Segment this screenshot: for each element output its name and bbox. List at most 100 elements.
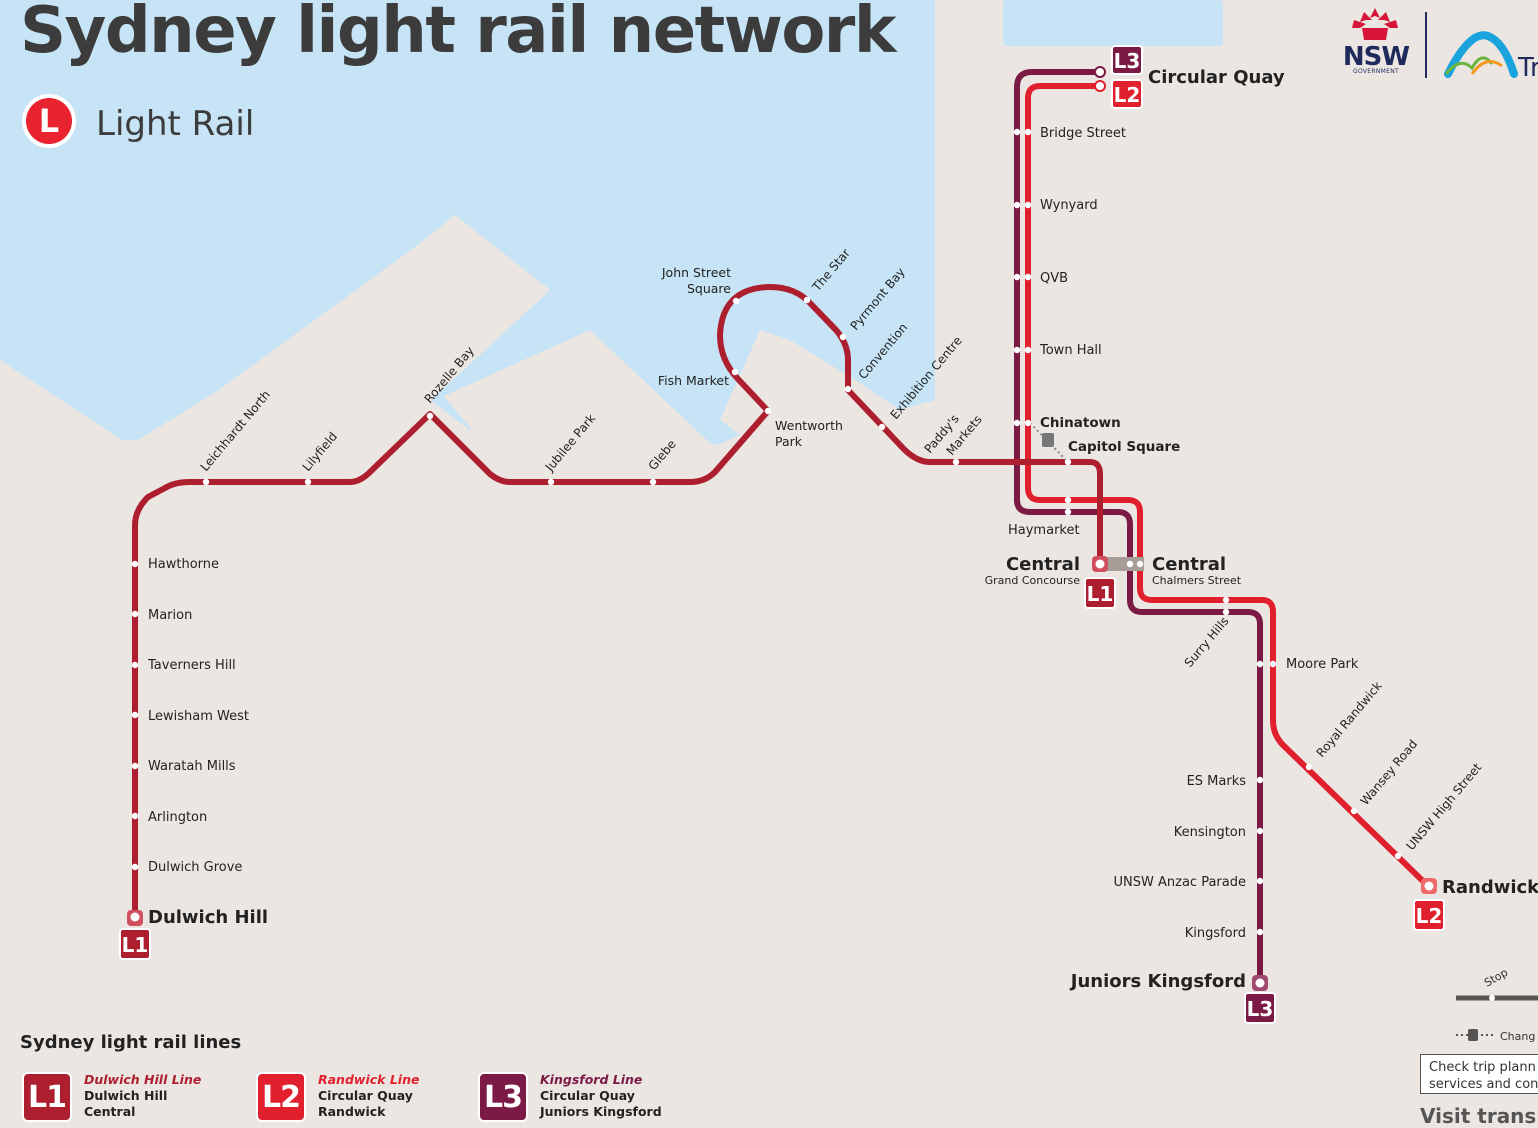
interchange-links [1029,422,1144,571]
svg-text:L2: L2 [1416,904,1443,928]
stop-marker [131,661,139,669]
station-haymarket: Haymarket [1008,523,1080,538]
stop-marker [304,478,312,486]
stop-marker [1024,273,1032,281]
station-wynyard: Wynyard [1040,198,1098,213]
station-central-grand-concourse: Central [1006,554,1080,575]
stop-marker [1222,596,1230,604]
trip-planner-notice: Check trip plann services and con [1420,1054,1538,1094]
svg-text:L1: L1 [122,933,149,957]
station-dulwich-hill: Dulwich Hill [148,907,268,928]
stop-marker [1024,419,1032,427]
station-taverners-hill: Taverners Hill [147,658,236,673]
waratah-flower-icon [1352,8,1398,40]
stop-marker [1024,128,1032,136]
station-john-street-square-1: John Street [661,265,731,280]
stop-marker [1126,560,1134,568]
stop-marker [1024,201,1032,209]
stop-marker [1350,807,1358,815]
legend-terminus-l1-a: Dulwich Hill [84,1088,168,1103]
legend-line-name-l2: Randwick Line [318,1072,420,1087]
l2-route [1025,83,1431,889]
stop-marker [426,412,434,420]
stop-marker [1064,496,1072,504]
legend-terminus-l3-a: Circular Quay [540,1088,635,1103]
station-marion: Marion [148,608,192,623]
station-hawthorne: Hawthorne [148,557,219,572]
legend-terminus-l3-b: Juniors Kingsford [540,1104,662,1119]
station-kensington: Kensington [1174,825,1246,840]
stop-marker [1256,827,1264,835]
station-es-marks: ES Marks [1187,774,1247,789]
stop-marker [1064,458,1072,466]
nsw-government-logo: NSW GOVERNMENT [1342,6,1410,75]
station-moore-park: Moore Park [1286,657,1359,672]
stop-marker [803,296,811,304]
side-legend: Stop Chang [1456,966,1538,1043]
legend-change-label: Chang [1500,1030,1535,1043]
stop-marker [1256,660,1264,668]
legend-badge-l2: L2 [256,1072,306,1122]
terminus-markers [127,66,1437,991]
land-shapes [104,218,740,625]
stop-marker [844,385,852,393]
legend-line-name-l1: Dulwich Hill Line [84,1072,202,1087]
stop-marker [202,478,210,486]
svg-text:L3: L3 [1247,997,1274,1021]
stop-marker [1064,508,1072,516]
stop-marker [952,458,960,466]
station-wentworth-park-2: Park [775,434,803,449]
stop-marker [1013,201,1021,209]
legend-terminus-l1-b: Central [84,1104,136,1119]
transport-wordmark: Tr [1517,53,1538,80]
legend-badge-l3: L3 [478,1072,528,1122]
nsw-wordmark: NSW [1342,42,1410,72]
transport-logo: Tr [1442,26,1538,80]
station-royal-randwick: Royal Randwick [1314,679,1385,760]
svg-text:L1: L1 [1087,582,1114,606]
legend-terminus-l2-b: Randwick [318,1104,386,1119]
stop-marker [731,368,739,376]
station-lewisham-west: Lewisham West [148,709,249,724]
station-central-grand-concourse-sub: Grand Concourse [985,574,1081,587]
station-dulwich-grove: Dulwich Grove [148,860,242,875]
station-surry-hills: Surry Hills [1182,614,1232,670]
stop-marker [1013,273,1021,281]
svg-text:L2: L2 [1114,83,1141,107]
station-chinatown: Chinatown [1040,415,1121,431]
stop-marker [1222,608,1230,616]
station-town-hall: Town Hall [1039,343,1102,358]
station-wansey-road: Wansey Road [1358,737,1421,808]
lines-legend-title: Sydney light rail lines [20,1032,242,1053]
station-fish-market: Fish Market [658,373,729,388]
transport-arc-icon: Tr [1444,31,1538,80]
stop-marker [131,560,139,568]
stop-marker [732,297,740,305]
station-central-chalmers-street: Central [1152,554,1226,575]
stop-marker [1024,346,1032,354]
stop-marker [1013,128,1021,136]
stop-marker [1256,928,1264,936]
stop-marker [1013,419,1021,427]
station-unsw-anzac-parade: UNSW Anzac Parade [1114,875,1246,890]
nsw-government-wordmark: GOVERNMENT [1353,68,1399,75]
stop-marker [1256,776,1264,784]
stop-marker [131,812,139,820]
logo-divider [1425,12,1427,78]
stop-marker [131,610,139,618]
legend-line-name-l3: Kingsford Line [540,1072,643,1087]
svg-text:L3: L3 [1114,49,1141,73]
visit-transport-link[interactable]: Visit transpo [1420,1104,1538,1128]
station-arlington: Arlington [148,810,207,825]
stop-marker [839,333,847,341]
station-juniors-kingsford: Juniors Kingsford [1069,971,1246,992]
light-rail-mode-letter: L [26,98,72,144]
stop-marker [1394,852,1402,860]
station-unsw-high-street: UNSW High Street [1404,760,1485,853]
page-title: Sydney light rail network [20,0,896,68]
station-circular-quay: Circular Quay [1148,67,1285,88]
station-kingsford: Kingsford [1185,926,1246,941]
map-line-badges: L3 L2 L1 L1 L3 L2 [119,45,1445,1024]
stop-marker [878,423,886,431]
